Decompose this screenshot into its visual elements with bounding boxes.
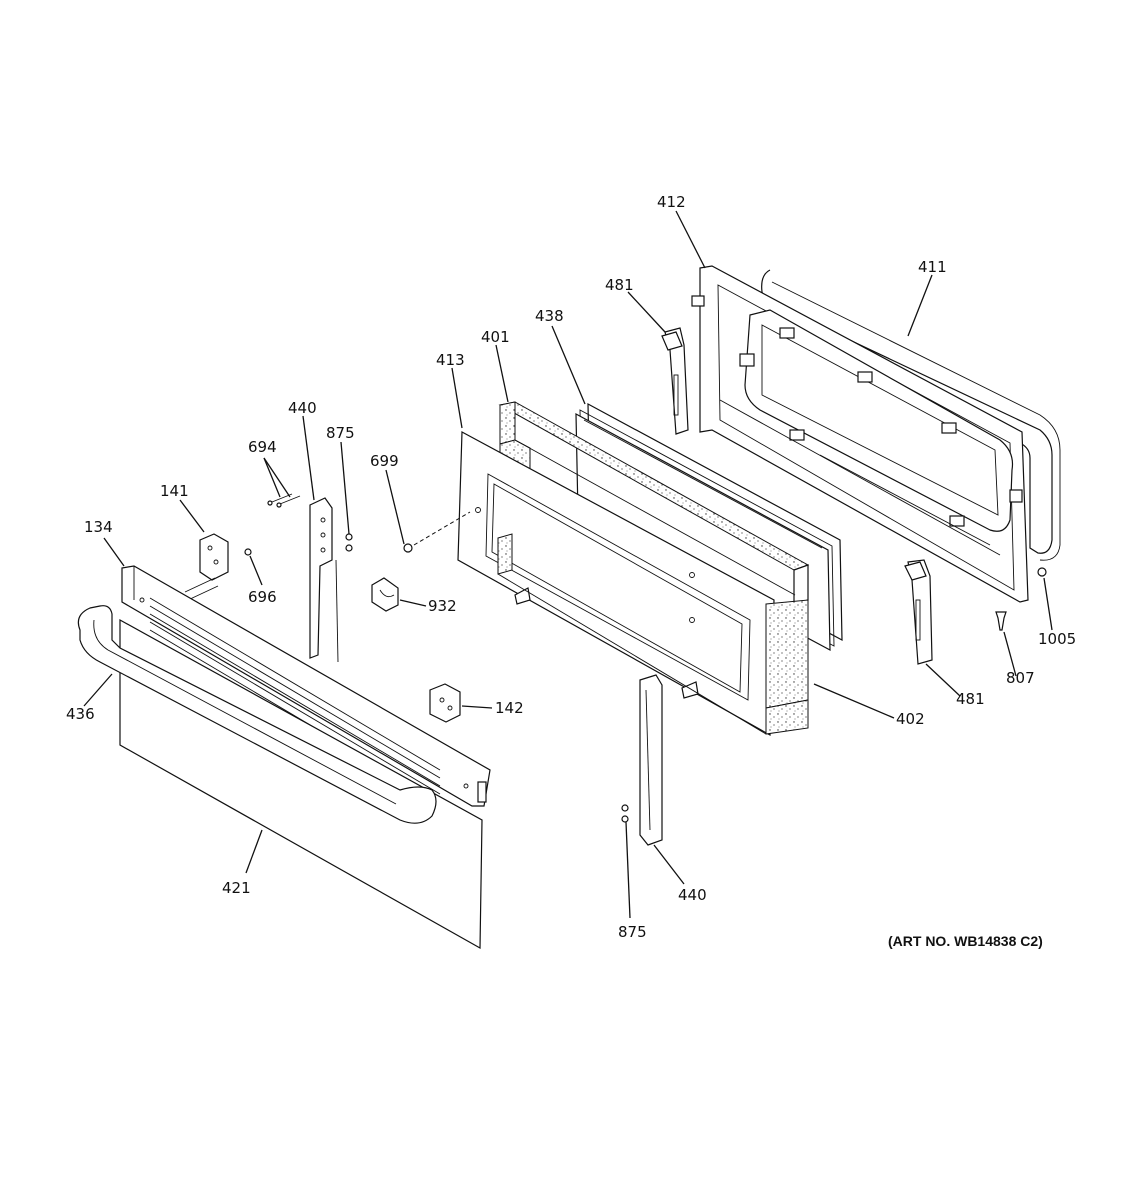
- screw-699: [403, 511, 471, 553]
- screw-807: [995, 611, 1007, 631]
- leader-lines: [83, 210, 1053, 919]
- outer-door-panel-413: [457, 431, 775, 737]
- callout-436: 436: [66, 705, 95, 723]
- callout-481-bottom: 481: [956, 690, 985, 708]
- callout-411: 411: [918, 258, 947, 276]
- callout-932: 932: [428, 597, 457, 615]
- callout-481-top: 481: [605, 276, 634, 294]
- callout-142: 142: [495, 699, 524, 717]
- hinge-receiver-481-bottom: [904, 559, 933, 665]
- door-side-trim-440-right: [639, 674, 663, 846]
- door-side-trim-440-left: [309, 497, 339, 663]
- pins-694: [267, 493, 301, 508]
- callout-401: 401: [481, 328, 510, 346]
- callout-440-top: 440: [288, 399, 317, 417]
- callout-labels: 412 411 481 438 401 413 440 875 699 694 …: [66, 193, 1076, 949]
- callout-413: 413: [436, 351, 465, 369]
- callout-438: 438: [535, 307, 564, 325]
- screws-875-bottom: [621, 804, 629, 823]
- callout-1005: 1005: [1038, 630, 1076, 648]
- door-insulation-402: [497, 533, 809, 735]
- callout-141: 141: [160, 482, 189, 500]
- callout-696: 696: [248, 588, 277, 606]
- callout-807: 807: [1006, 669, 1035, 687]
- callout-412: 412: [657, 193, 686, 211]
- callout-440-bottom: 440: [678, 886, 707, 904]
- hinge-receiver-481-top: [661, 327, 689, 435]
- callout-875-top: 875: [326, 424, 355, 442]
- callout-699: 699: [370, 452, 399, 470]
- inner-door-liner-412: [691, 265, 1029, 603]
- callout-402: 402: [896, 710, 925, 728]
- door-handle-436: [77, 605, 437, 824]
- callout-875-bottom: 875: [618, 923, 647, 941]
- callout-694: 694: [248, 438, 277, 456]
- callout-134: 134: [84, 518, 113, 536]
- hinge-bracket-142: [429, 683, 461, 723]
- hinge-bracket-141: [184, 533, 229, 601]
- screw-696: [244, 548, 252, 556]
- clip-932: [371, 577, 399, 612]
- art-number: (ART NO. WB14838 C2): [888, 933, 1043, 949]
- callout-421: 421: [222, 879, 251, 897]
- screws-875-top: [345, 533, 353, 552]
- screw-1005: [1037, 567, 1047, 577]
